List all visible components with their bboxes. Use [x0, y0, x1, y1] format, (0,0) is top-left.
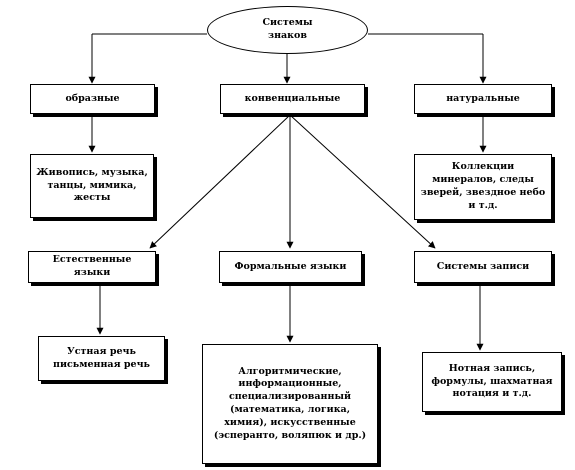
node-conventional: конвенциальные: [220, 84, 365, 114]
node-notation-examples: Нотная запись, формулы, шахматная нотаци…: [422, 352, 562, 412]
node-formal-examples: Алгоритмические, информационные, специал…: [202, 344, 378, 464]
node-figurative-examples: Живопись, музыка, танцы, мимика, жесты: [30, 154, 154, 218]
node-natural-examples: Коллекции минералов, следы зверей, звезд…: [414, 154, 552, 220]
node-figurative: образные: [30, 84, 155, 114]
root-label: Системы знаков: [262, 17, 313, 41]
arrow-conventional-writing-systems: [289, 114, 436, 249]
root-node-sign-systems: Системы знаков: [207, 6, 368, 54]
node-writing-systems: Системы записи: [414, 251, 552, 283]
node-natural-languages: Естественные языки: [28, 251, 156, 283]
node-formal-languages: Формальные языки: [219, 251, 362, 283]
node-speech: Устная речь письменная речь: [38, 336, 165, 381]
arrow-conventional-natural-languages: [149, 114, 291, 249]
node-natural: натуральные: [414, 84, 552, 114]
